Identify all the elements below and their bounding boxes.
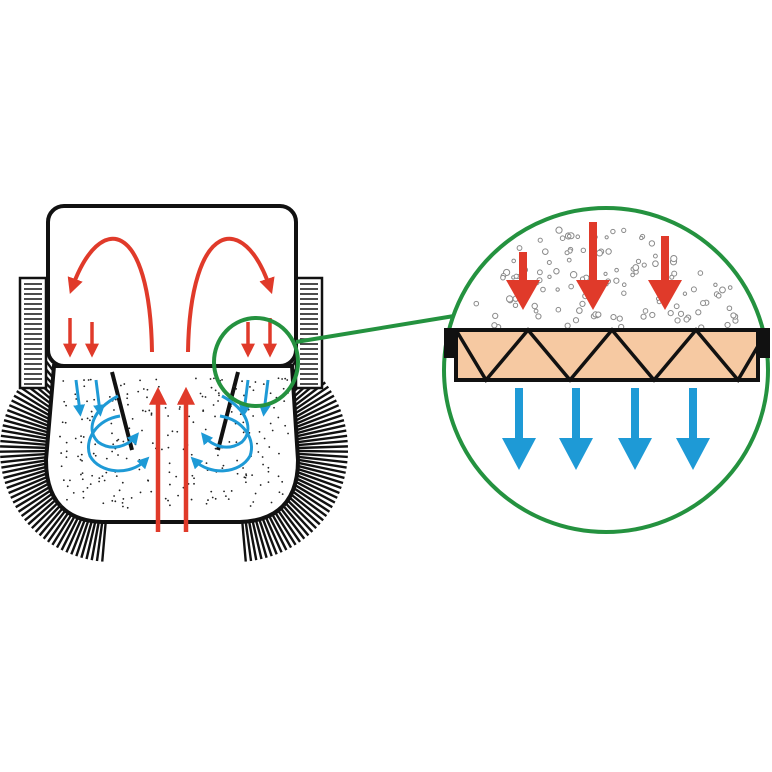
- red-arrow-icon: [576, 222, 610, 310]
- dirty-air-intake: [149, 386, 195, 532]
- red-arrow-icon: [506, 252, 540, 310]
- clean-air-arrows: [502, 388, 710, 470]
- magnifier-focus-circle: [212, 316, 300, 408]
- red-arrow-icon: [648, 236, 682, 310]
- right-grille: [294, 276, 324, 390]
- dust-particles: [473, 226, 739, 331]
- dirty-air-circulation: [63, 236, 277, 358]
- blue-arrow-icon: [676, 388, 710, 470]
- right-divider: [216, 371, 240, 451]
- upper-chamber: [46, 204, 298, 368]
- clean-air-swirl-right: [190, 379, 271, 473]
- left-grille: [18, 276, 48, 390]
- magnifier-connector: [295, 314, 455, 344]
- blue-arrow-icon: [618, 388, 652, 470]
- blue-arrow-icon: [502, 388, 536, 470]
- clean-air-swirl-left: [73, 379, 150, 473]
- dirty-air-arrows: [506, 222, 682, 310]
- filter-icon: [444, 327, 770, 384]
- blue-arrow-icon: [559, 388, 593, 470]
- brush-dust-particles: [59, 377, 289, 509]
